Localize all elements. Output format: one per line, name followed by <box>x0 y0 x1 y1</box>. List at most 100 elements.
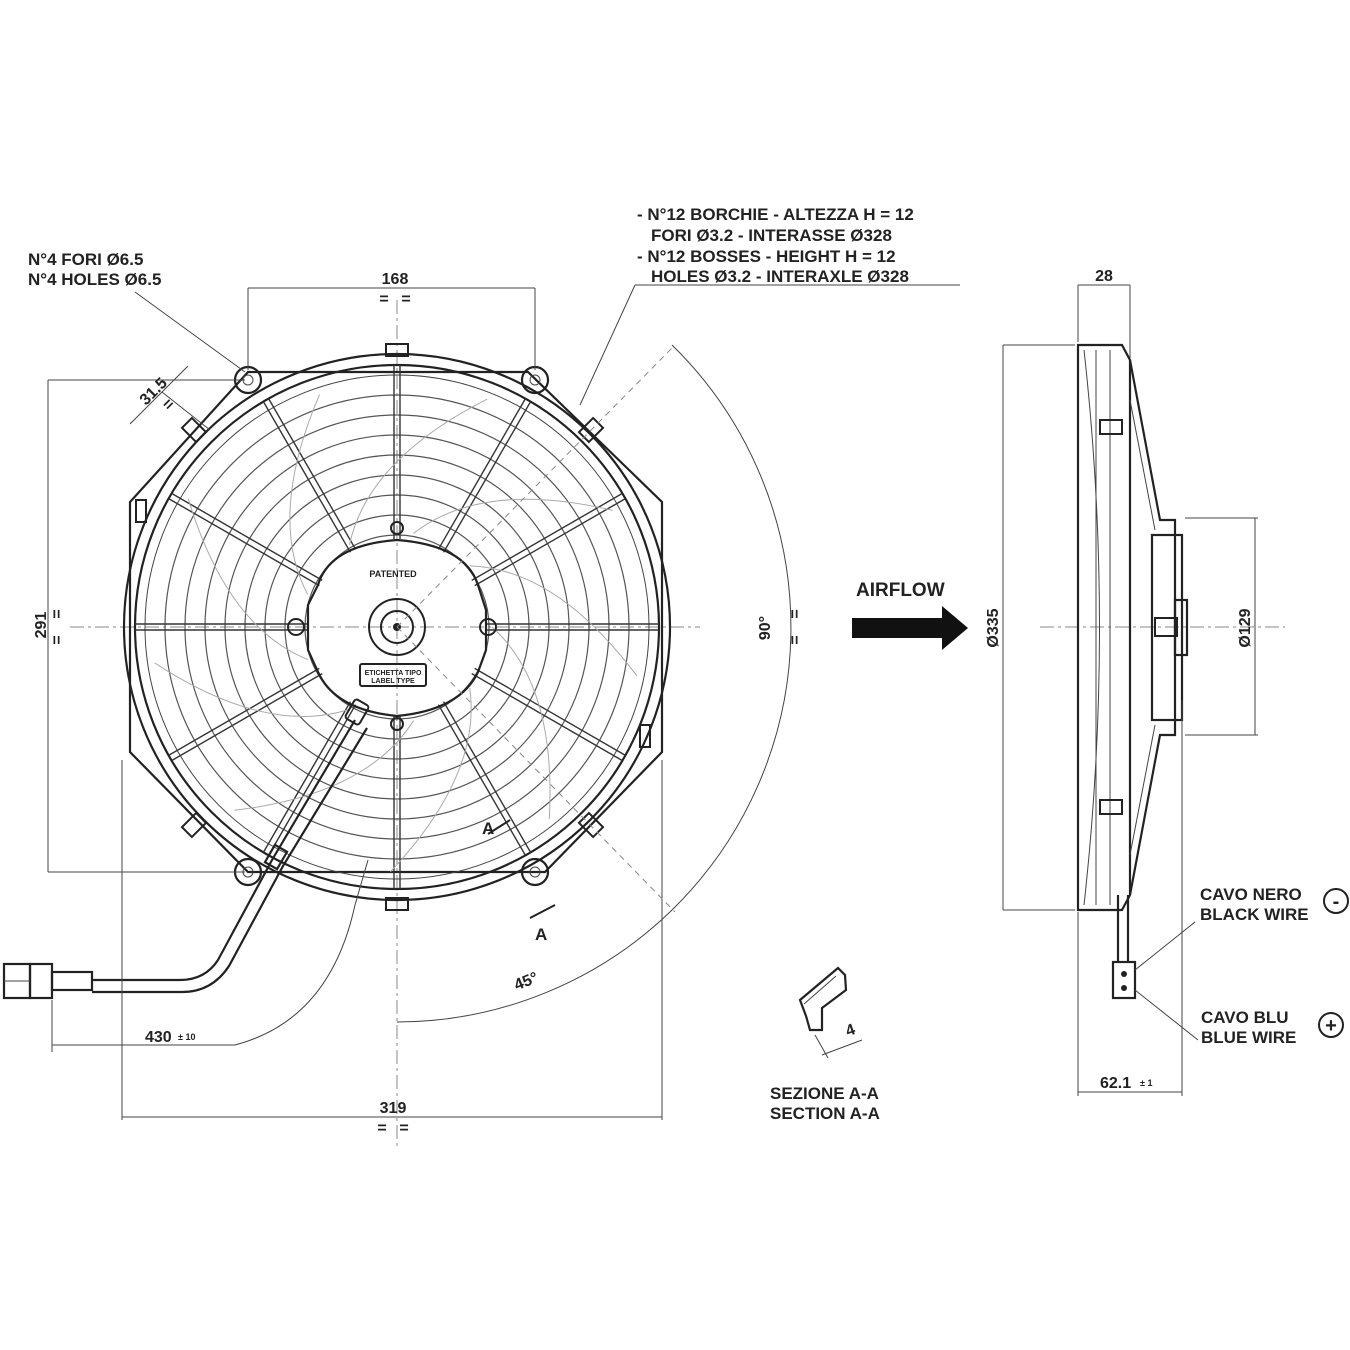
black-wire-leader <box>1134 921 1196 971</box>
bosses-label-en-2: HOLES Ø3.2 - INTERAXLE Ø328 <box>651 267 909 286</box>
grille-spoke <box>171 492 323 582</box>
side-boss-top <box>1099 419 1123 435</box>
front-view-dimensions: 168 = = 291 = = 319 = = 31.5 = 430 ± 10 … <box>33 271 960 1137</box>
shroud-outline <box>128 370 664 874</box>
plus-icon <box>1318 1012 1344 1038</box>
dim-section-4: 4 <box>843 1021 857 1040</box>
minus-icon <box>1323 888 1349 914</box>
minus-sign: - <box>1333 891 1340 913</box>
dim-90-equal-top: = <box>787 609 804 618</box>
mounting-hole-bottom-right-bore <box>529 866 541 878</box>
dim-129: Ø129 <box>1237 608 1254 647</box>
dim-291-equal-bottom: = <box>49 635 66 644</box>
section-profile <box>798 966 848 1032</box>
wire-labels: CAVO NERO BLACK WIRE - CAVO BLU BLUE WIR… <box>1200 885 1349 1047</box>
hub-screw-left <box>287 618 305 636</box>
fan-shroud <box>122 352 672 902</box>
fan-blade <box>413 498 613 534</box>
grille-spoke <box>474 497 626 587</box>
fan-blade <box>234 720 414 811</box>
dim-28: 28 <box>1095 268 1113 285</box>
grille-ring <box>184 414 610 840</box>
side-shroud-curve <box>1083 349 1100 906</box>
cable <box>92 719 368 994</box>
angle-ray-upper <box>396 344 676 628</box>
front-view: ETICHETTA TIPO LABEL TYPE PATENTED A A <box>2 300 700 1150</box>
bosses-label-it-1: - N°12 BORCHIE - ALTEZZA H = 12 <box>637 205 914 224</box>
side-boss-bottom <box>1099 799 1123 815</box>
section-dim-line <box>821 1039 863 1056</box>
dim-90-deg: 90° <box>757 616 774 640</box>
connector-male <box>28 962 54 1000</box>
boss-right-lower <box>639 724 651 748</box>
black-wire-label-it: CAVO NERO <box>1200 885 1302 904</box>
dim-90-equal-bottom: = <box>787 635 804 644</box>
boss-bottom <box>385 897 409 911</box>
grille-spoke <box>171 672 323 762</box>
grille-spoke <box>437 398 527 550</box>
blue-wire-label-en: BLUE WIRE <box>1201 1028 1296 1047</box>
grille-ring <box>244 474 550 780</box>
cable-gland <box>344 698 370 726</box>
grille-spoke <box>262 701 352 853</box>
side-grille-line-1 <box>1129 399 1156 531</box>
dim-168-equal-right: = <box>401 291 410 308</box>
holes-label-en: N°4 HOLES Ø6.5 <box>28 270 161 289</box>
label-type-it: ETICHETTA TIPO <box>365 670 422 677</box>
hub-housing <box>306 538 488 718</box>
grille-ring <box>284 514 510 740</box>
grille-ring <box>204 434 590 820</box>
label-type-plate <box>359 663 427 687</box>
section-marker-lower-line <box>529 904 556 919</box>
dim-168-equal-left: = <box>379 291 388 308</box>
bosses-label-it-2: FORI Ø3.2 - INTERASSE Ø328 <box>651 226 892 245</box>
dim-319: 319 <box>380 1100 407 1117</box>
patented-mark: PATENTED <box>369 569 417 579</box>
cable-upper-line <box>92 719 356 982</box>
fan-blade <box>349 398 488 545</box>
section-dim-ext-left <box>814 1034 829 1059</box>
dim-335: Ø335 <box>985 608 1002 647</box>
grille-spoke <box>471 672 623 762</box>
dim-168: 168 <box>382 271 409 288</box>
section-marker-upper: A <box>482 819 494 838</box>
dim-31-5-ext <box>161 391 211 431</box>
dim-62-1: 62.1 <box>1100 1075 1131 1092</box>
callouts: N°4 FORI Ø6.5 N°4 HOLES Ø6.5 - N°12 BORC… <box>28 205 914 289</box>
holes-leader <box>134 291 246 373</box>
grille-spoke <box>437 704 527 856</box>
mounting-hole-bottom-right <box>520 857 550 887</box>
blue-wire-label-it: CAVO BLU <box>1201 1008 1289 1027</box>
side-shaft-nut <box>1154 617 1178 637</box>
shroud-inner-ring <box>133 363 661 891</box>
hub-screw-bottom <box>390 717 404 731</box>
grille-ring <box>164 394 630 860</box>
boss-lower-left <box>180 811 208 839</box>
hub-center-ring <box>368 598 426 656</box>
side-connector-pin-bottom <box>1121 985 1127 991</box>
holes-label-it: N°4 FORI Ø6.5 <box>28 250 143 269</box>
dim-319-equal-left: = <box>377 1120 386 1137</box>
boss-upper-left <box>180 416 208 444</box>
section-a-a-detail: 4 SEZIONE A-A SECTION A-A <box>770 966 880 1123</box>
grille-spoke <box>474 667 626 757</box>
fan-blade <box>187 498 308 660</box>
dim-291-equal-top: = <box>49 609 66 618</box>
mounting-holes <box>233 365 550 887</box>
angle-arc-90 <box>671 344 792 911</box>
grille-spoke <box>471 492 623 582</box>
section-label-it: SEZIONE A-A <box>770 1084 879 1103</box>
grille-outer-ring <box>144 374 650 880</box>
dim-430: 430 <box>145 1029 172 1046</box>
grille-spoke <box>442 701 532 853</box>
grille-spoke <box>168 667 320 757</box>
grille-spoke <box>267 704 357 856</box>
black-wire-label-en: BLACK WIRE <box>1200 905 1309 924</box>
section-label-en: SECTION A-A <box>770 1104 880 1123</box>
bosses-label-en-1: - N°12 BOSSES - HEIGHT H = 12 <box>637 247 896 266</box>
section-profile-edge <box>803 975 837 1005</box>
connector <box>2 962 94 1000</box>
grille-spoke <box>267 398 357 550</box>
dim-31-5-line <box>129 365 189 425</box>
